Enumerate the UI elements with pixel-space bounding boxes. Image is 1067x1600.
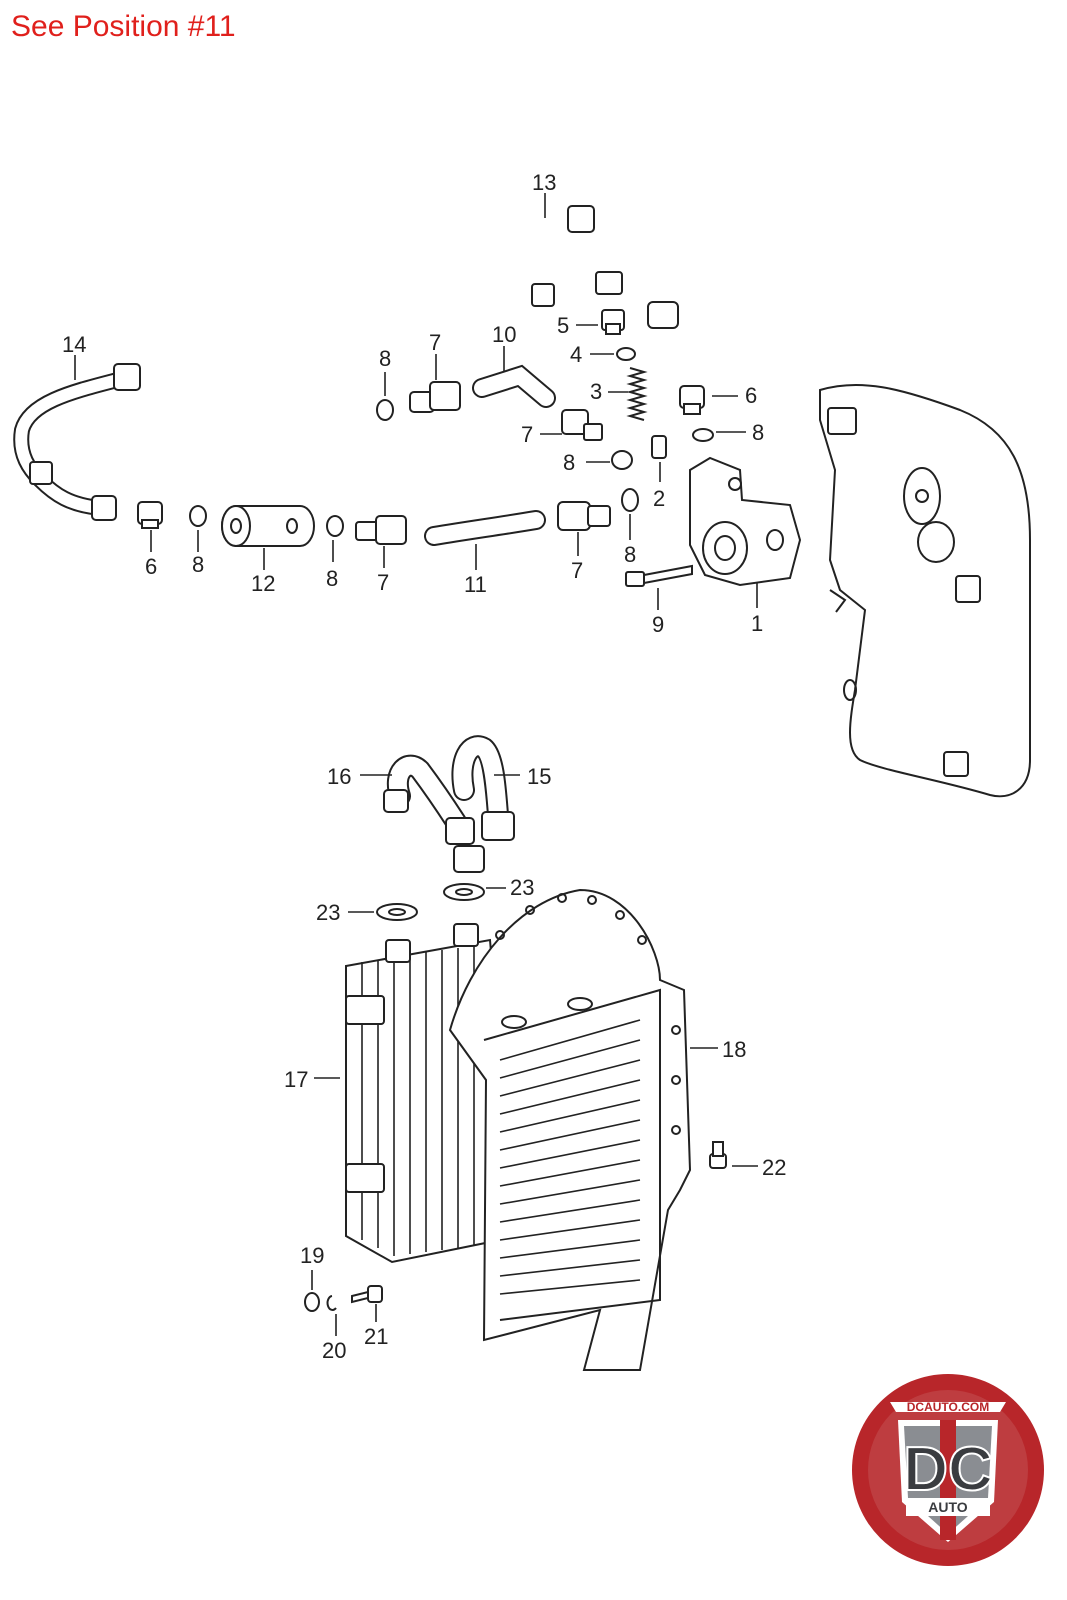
- part-8-washer-mid-left[interactable]: [326, 515, 344, 537]
- callout-7-lower-left: 7: [377, 570, 389, 595]
- callout-10: 10: [492, 322, 516, 347]
- callout-13: 13: [532, 170, 556, 195]
- callout-14: 14: [62, 332, 86, 357]
- part-7-fitting-lower-right[interactable]: [557, 501, 611, 531]
- dcauto-logo: DCAUTO.COM DC AUTO: [852, 1374, 1044, 1566]
- callout-8-mid: 8: [563, 450, 575, 475]
- part-13-hose[interactable]: [476, 205, 679, 329]
- callout-1: 1: [751, 611, 763, 636]
- part-1-housing[interactable]: [689, 456, 802, 587]
- part-15-hose[interactable]: [451, 735, 515, 841]
- callout-22: 22: [762, 1155, 786, 1180]
- oil-tank: [819, 383, 1031, 798]
- callout-23-left: 23: [316, 900, 340, 925]
- logo-letters: DC: [903, 1435, 993, 1504]
- part-8-washer-right[interactable]: [692, 428, 714, 442]
- callout-18: 18: [722, 1037, 746, 1062]
- part-21-bolt[interactable]: [351, 1285, 383, 1304]
- callout-5: 5: [557, 313, 569, 338]
- callout-23-right: 23: [510, 875, 534, 900]
- part-8-washer-mid[interactable]: [611, 450, 633, 470]
- part-8-washer-left[interactable]: [189, 505, 207, 527]
- callout-8-lower-right: 8: [624, 542, 636, 567]
- part-2-piston[interactable]: [651, 435, 667, 459]
- part-20-lock-washer[interactable]: [326, 1295, 337, 1311]
- part-6-fitting-right[interactable]: [679, 385, 705, 415]
- callout-16: 16: [327, 764, 351, 789]
- part-14-hose[interactable]: [13, 363, 141, 521]
- page-header: See Position #11: [11, 10, 236, 43]
- part-5-plug[interactable]: [601, 309, 625, 335]
- part-12-canister[interactable]: [221, 505, 315, 547]
- callout-8-upper-left: 8: [379, 346, 391, 371]
- part-19-washer[interactable]: [304, 1292, 320, 1312]
- callout-20: 20: [322, 1338, 346, 1363]
- callout-8-mid-left: 8: [326, 566, 338, 591]
- callout-21: 21: [364, 1324, 388, 1349]
- callout-2: 2: [653, 486, 665, 511]
- callout-7-upper-right: 7: [521, 422, 533, 447]
- callout-6-left: 6: [145, 554, 157, 579]
- callout-8-right: 8: [752, 420, 764, 445]
- callout-15: 15: [527, 764, 551, 789]
- callout-12: 12: [251, 571, 275, 596]
- part-22-screw[interactable]: [709, 1141, 727, 1169]
- part-23-washer-right[interactable]: [443, 883, 485, 901]
- part-7-fitting-lower-left[interactable]: [355, 515, 407, 545]
- part-23-washer-left[interactable]: [376, 903, 418, 921]
- part-4-seal[interactable]: [616, 347, 636, 361]
- callout-7-lower-right: 7: [571, 558, 583, 583]
- callout-11: 11: [464, 572, 487, 597]
- part-11-tube[interactable]: [424, 510, 546, 546]
- part-6-fitting-left[interactable]: [137, 501, 163, 529]
- part-16-hose[interactable]: [383, 754, 485, 873]
- part-3-spring[interactable]: [626, 367, 648, 421]
- callout-17: 17: [284, 1067, 308, 1092]
- callout-8-left: 8: [192, 552, 204, 577]
- part-18-shroud[interactable]: [448, 888, 692, 1371]
- part-9-bolt[interactable]: [625, 564, 693, 587]
- part-10-tube[interactable]: [472, 364, 556, 408]
- logo-top-text: DCAUTO.COM: [907, 1400, 989, 1414]
- callout-9: 9: [652, 612, 664, 637]
- part-8-washer-upper-left[interactable]: [376, 399, 394, 421]
- part-7-fitting-upper-left[interactable]: [409, 381, 461, 413]
- logo-bottom-text: AUTO: [928, 1499, 968, 1515]
- callout-19: 19: [300, 1243, 324, 1268]
- callout-4: 4: [570, 342, 582, 367]
- callout-7-upper-left: 7: [429, 330, 441, 355]
- part-7-fitting-upper-right[interactable]: [561, 409, 603, 441]
- part-8-washer-lower-right[interactable]: [621, 488, 639, 512]
- callout-6-right: 6: [745, 383, 757, 408]
- callout-3: 3: [590, 379, 602, 404]
